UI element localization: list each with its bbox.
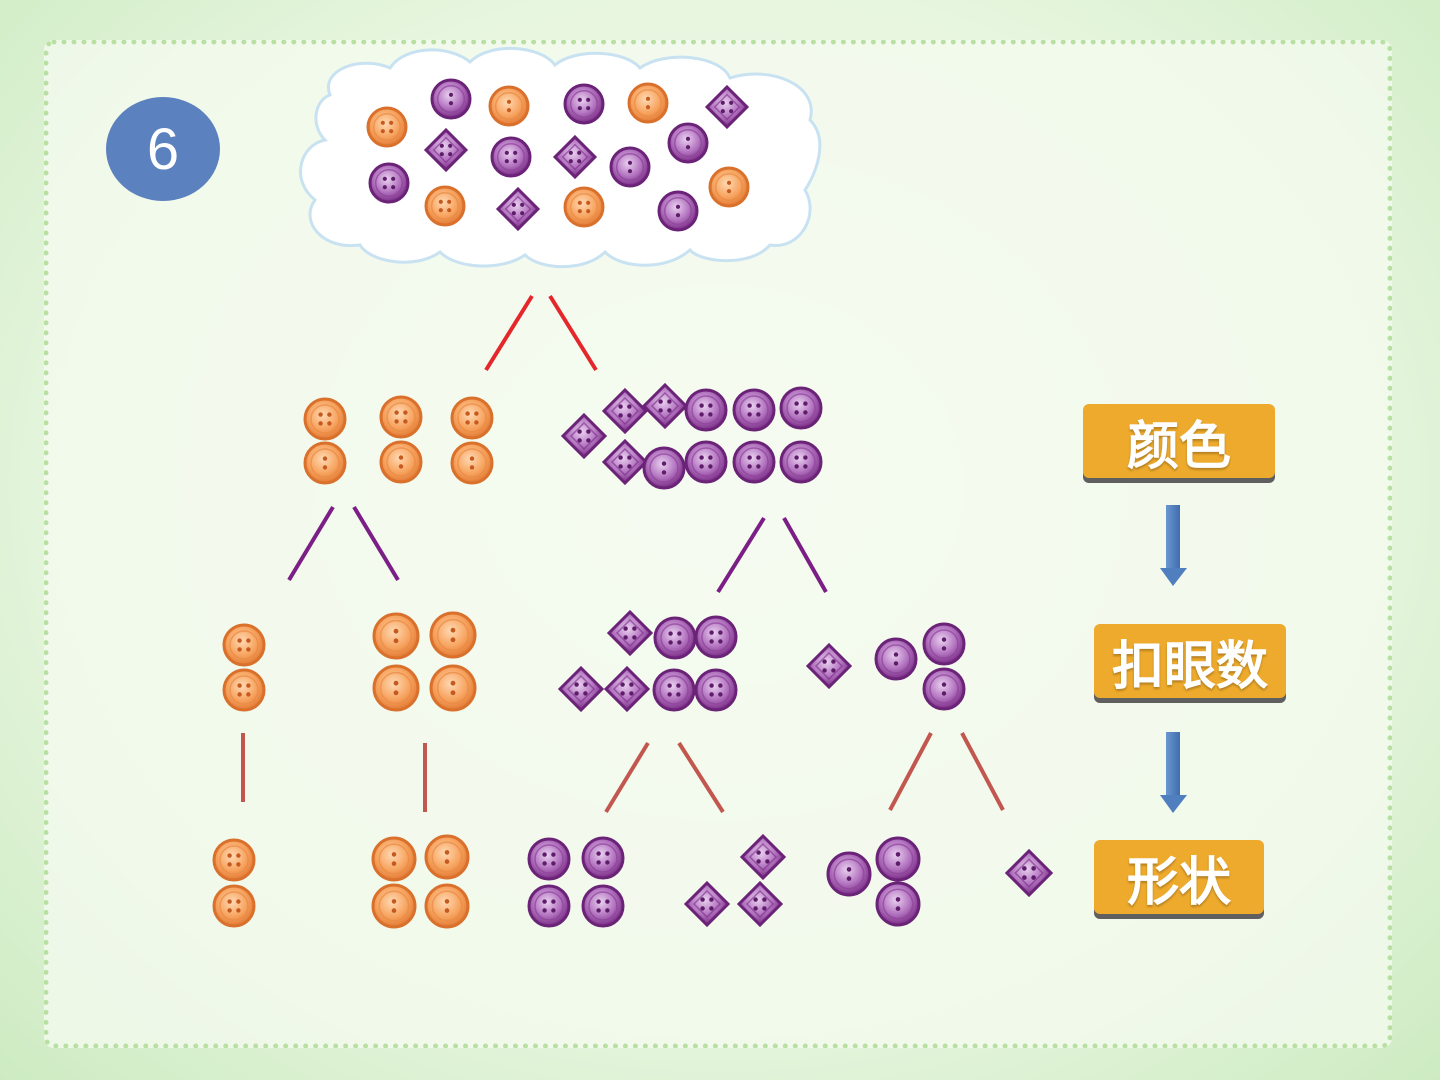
purple-4hole-button-icon xyxy=(653,616,697,660)
purple-4hole-button-icon xyxy=(694,668,738,712)
purple-2hole-button-icon xyxy=(875,836,921,882)
purple-4hole-button-icon xyxy=(684,440,728,484)
split-line xyxy=(782,517,828,593)
down-arrow-icon xyxy=(1160,732,1187,813)
orange-2hole-button-icon xyxy=(627,82,669,124)
purple-diamond-button-icon xyxy=(552,134,598,180)
criterion-label-color: 颜色 xyxy=(1083,404,1275,478)
purple-4hole-button-icon xyxy=(527,837,571,881)
purple-2hole-button-icon xyxy=(609,146,651,188)
orange-4hole-button-icon xyxy=(222,623,266,667)
purple-4hole-button-icon xyxy=(684,388,728,432)
purple-diamond-button-icon xyxy=(704,84,750,130)
orange-4hole-button-icon xyxy=(212,838,256,882)
split-line xyxy=(960,732,1005,811)
connector-lines xyxy=(241,294,1005,814)
purple-diamond-button-icon xyxy=(495,186,541,232)
purple-4hole-button-icon xyxy=(368,162,410,204)
orange-4hole-button-icon xyxy=(379,395,423,439)
down-arrow-icon xyxy=(1160,505,1187,586)
purple-diamond-button-icon xyxy=(560,412,608,460)
orange-2hole-button-icon xyxy=(379,440,423,484)
orange-2hole-button-icon xyxy=(488,85,530,127)
purple-4hole-button-icon xyxy=(490,136,532,178)
split-line xyxy=(484,294,534,372)
purple-diamond-button-icon xyxy=(1004,848,1054,898)
purple-2hole-button-icon xyxy=(875,881,921,927)
orange-4hole-button-icon xyxy=(222,668,266,712)
purple-2hole-button-icon xyxy=(922,622,966,666)
purple-diamond-button-icon xyxy=(557,665,605,713)
purple-4hole-button-icon xyxy=(694,615,738,659)
criterion-label-shape: 形状 xyxy=(1094,840,1264,914)
split-line xyxy=(888,732,933,811)
split-line xyxy=(287,505,335,582)
orange-4hole-button-icon xyxy=(212,884,256,928)
purple-4hole-button-icon xyxy=(581,884,625,928)
orange-2hole-button-icon xyxy=(303,441,347,485)
purple-2hole-button-icon xyxy=(657,190,699,232)
orange-2hole-button-icon xyxy=(429,664,477,712)
criterion-label-holes: 扣眼数 xyxy=(1094,624,1286,698)
split-line xyxy=(716,516,766,594)
purple-4hole-button-icon xyxy=(779,386,823,430)
purple-diamond-button-icon xyxy=(601,438,649,486)
orange-2hole-button-icon xyxy=(371,836,417,882)
buttons-layer xyxy=(212,78,1054,929)
purple-diamond-button-icon xyxy=(601,387,649,435)
purple-diamond-button-icon xyxy=(739,833,787,881)
orange-4hole-button-icon xyxy=(366,106,408,148)
purple-4hole-button-icon xyxy=(581,836,625,880)
purple-4hole-button-icon xyxy=(527,884,571,928)
purple-2hole-button-icon xyxy=(430,78,472,120)
purple-diamond-button-icon xyxy=(603,665,651,713)
purple-4hole-button-icon xyxy=(732,440,776,484)
orange-4hole-button-icon xyxy=(563,186,605,228)
purple-diamond-button-icon xyxy=(683,880,731,928)
purple-2hole-button-icon xyxy=(642,446,686,490)
orange-2hole-button-icon xyxy=(450,441,494,485)
split-line xyxy=(352,505,400,582)
purple-2hole-button-icon xyxy=(922,667,966,711)
purple-diamond-button-icon xyxy=(641,382,689,430)
orange-4hole-button-icon xyxy=(450,396,494,440)
split-line xyxy=(604,741,650,814)
purple-4hole-button-icon xyxy=(732,388,776,432)
purple-2hole-button-icon xyxy=(826,851,872,897)
orange-4hole-button-icon xyxy=(424,185,466,227)
purple-diamond-button-icon xyxy=(736,880,784,928)
purple-4hole-button-icon xyxy=(652,668,696,712)
purple-2hole-button-icon xyxy=(667,122,709,164)
purple-diamond-button-icon xyxy=(606,609,654,657)
purple-diamond-button-icon xyxy=(805,642,853,690)
orange-2hole-button-icon xyxy=(429,611,477,659)
purple-4hole-button-icon xyxy=(779,440,823,484)
orange-4hole-button-icon xyxy=(303,397,347,441)
purple-diamond-button-icon xyxy=(423,127,469,173)
orange-2hole-button-icon xyxy=(424,834,470,880)
split-line xyxy=(677,741,725,814)
split-line xyxy=(548,294,598,372)
orange-2hole-button-icon xyxy=(708,166,750,208)
purple-2hole-button-icon xyxy=(874,637,918,681)
orange-2hole-button-icon xyxy=(372,612,420,660)
step-number-badge: 6 xyxy=(106,97,220,201)
orange-2hole-button-icon xyxy=(371,883,417,929)
orange-2hole-button-icon xyxy=(424,883,470,929)
orange-2hole-button-icon xyxy=(372,664,420,712)
purple-4hole-button-icon xyxy=(563,83,605,125)
